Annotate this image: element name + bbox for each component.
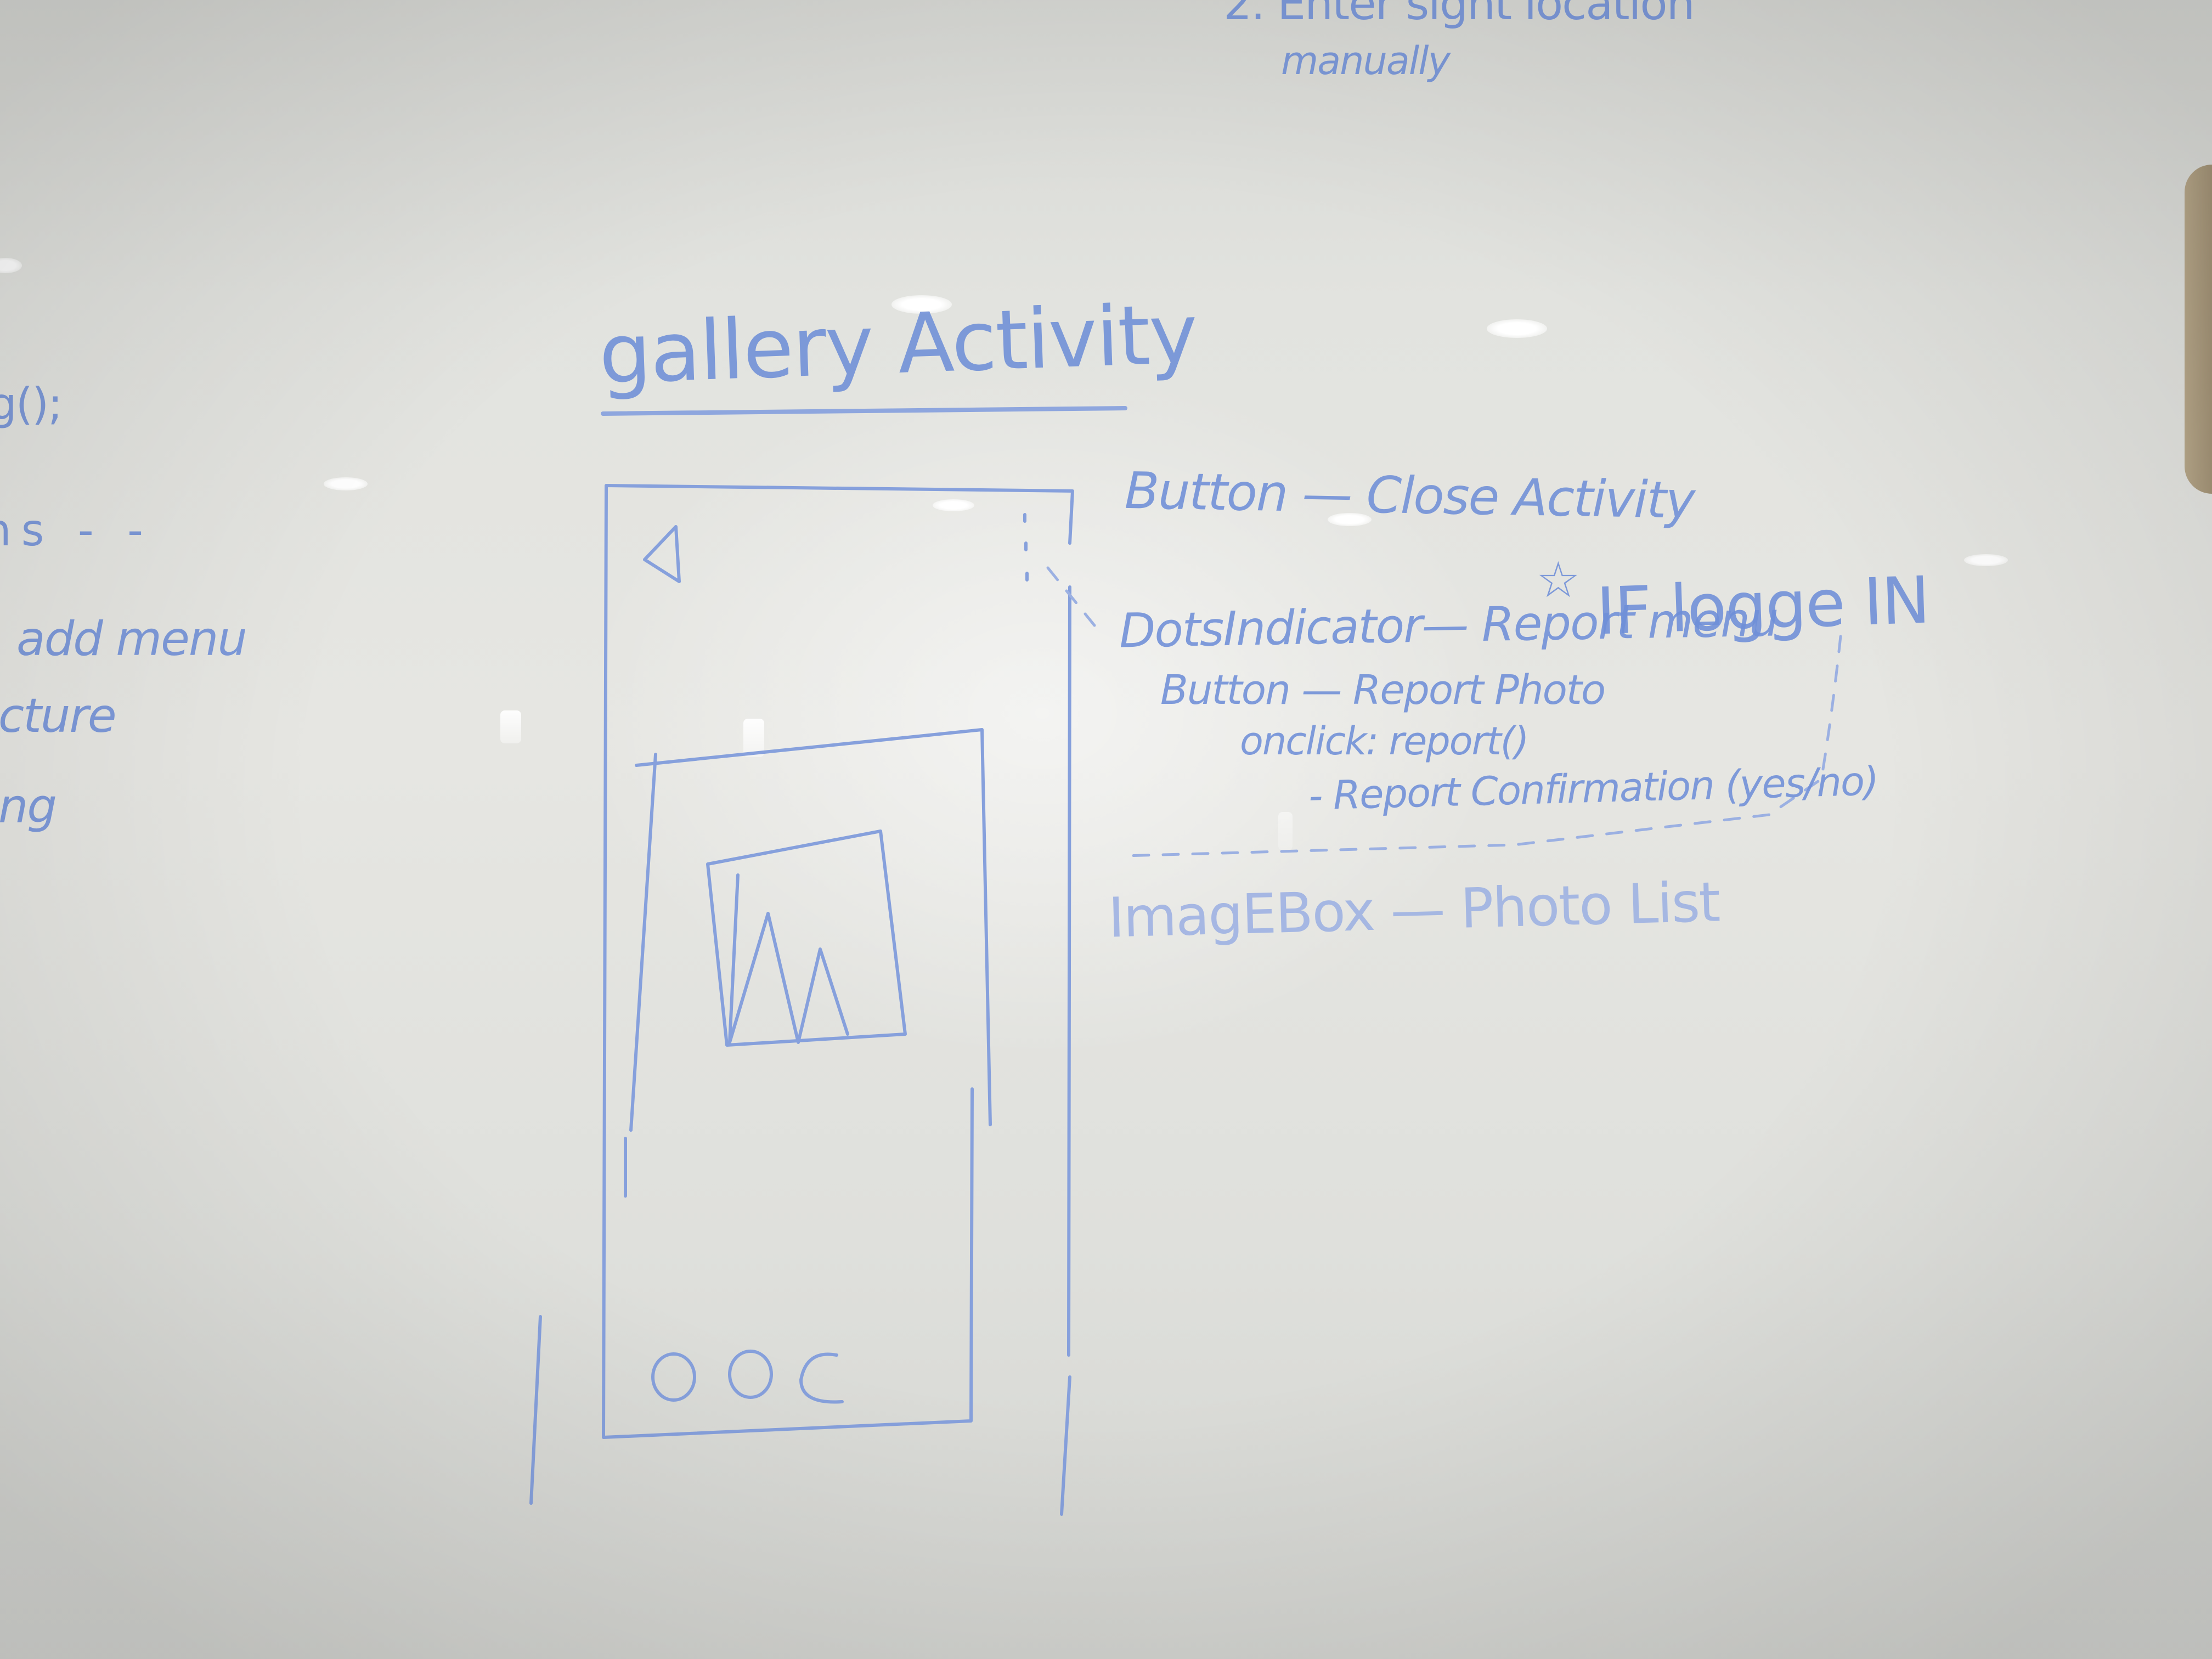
left-fragment: add menu	[16, 612, 247, 667]
back-button-sketch	[643, 525, 681, 583]
top-note-line: manually	[1281, 38, 1451, 83]
light-reflection	[1278, 812, 1293, 850]
annotation-button-close: Button — Close Activity	[1124, 461, 1695, 531]
left-fragment: g();	[0, 379, 63, 430]
side-mark	[1060, 1375, 1071, 1516]
left-fragment: icture	[0, 689, 117, 743]
edge-object	[2185, 165, 2212, 494]
image-box-sketch	[629, 728, 992, 1132]
page-dot-sketch	[728, 1350, 773, 1399]
phone-frame	[602, 484, 1074, 1439]
light-reflection	[500, 710, 521, 743]
light-reflection	[1328, 513, 1372, 526]
page-dot-sketch	[651, 1352, 696, 1402]
light-reflection	[891, 295, 952, 314]
light-reflection	[933, 499, 974, 511]
star-icon: ☆	[1536, 551, 1581, 609]
top-note-line: 2. Enter sight location	[1223, 0, 1695, 30]
image-placeholder-sketch	[728, 873, 849, 1044]
left-fragment: ing	[0, 779, 57, 834]
light-reflection	[1487, 319, 1547, 338]
page-dot-sketch	[799, 1352, 844, 1404]
annotation-condition: IF logge IN	[1595, 562, 1931, 650]
annotation-button-report: Button — Report Photo	[1160, 667, 1606, 714]
annotation-onclick: onclick: report()	[1240, 719, 1529, 764]
light-reflection	[324, 477, 368, 490]
dots-indicator-sketch	[1023, 513, 1029, 582]
connector-line	[1046, 566, 1096, 627]
image-placeholder-sketch	[706, 830, 907, 1047]
light-reflection	[1964, 554, 2008, 566]
left-fragment: ns - -	[0, 505, 153, 556]
side-mark	[529, 1315, 542, 1505]
light-reflection	[743, 719, 764, 757]
